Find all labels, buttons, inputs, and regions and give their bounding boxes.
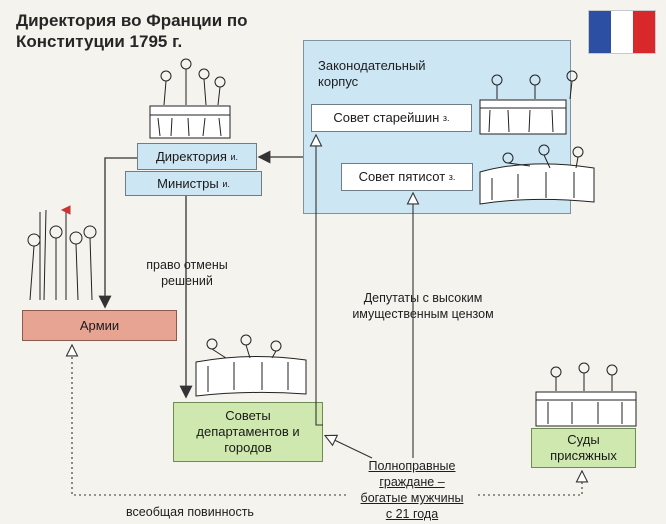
soldiers-icon (27, 205, 97, 301)
elected-mark: з. (442, 113, 450, 123)
flag-stripe-red (633, 11, 655, 53)
armies-label: Армии (79, 317, 120, 333)
directory-label: Директория (155, 148, 227, 164)
diagram-title: Директория во Франции по Конституции 179… (16, 10, 316, 52)
directory-box: Директория и. (137, 143, 257, 170)
deputies-label: Депутаты с высоким имущественным цензом (337, 290, 509, 322)
table-assembly-icon (195, 334, 307, 397)
title-line-2: Конституции 1795 г. (16, 32, 183, 51)
council-of-elders-box: Совет старейшин з. (311, 104, 472, 132)
seated-council-icon (535, 362, 637, 427)
french-flag-icon (588, 10, 656, 54)
veto-rights-label: право отмены решений (132, 257, 242, 289)
legislative-corps-heading: Законодательный корпус (318, 58, 426, 89)
title-line-1: Директория во Франции по (16, 11, 248, 30)
council-of-five-hundred-label: Совет пятисот (358, 169, 446, 184)
council-of-elders-label: Совет старейшин (333, 110, 440, 125)
appointed-mark: и. (222, 178, 230, 189)
appointed-mark: и. (230, 151, 239, 162)
council-of-five-hundred-box: Совет пятисот з. (341, 163, 473, 191)
elected-mark: з. (448, 172, 456, 182)
full-citizens-label: Полноправные граждане – богатые мужчины … (346, 458, 478, 522)
citizens-to-councils-arrow (326, 436, 373, 459)
citizens-to-juries-arrow (478, 472, 582, 496)
ministers-box: Министры и. (125, 171, 262, 196)
people-group-icon (149, 58, 231, 139)
ministers-label: Министры (157, 175, 219, 191)
departmental-councils-box: Советы департаментов и городов (173, 402, 323, 462)
universal-conscription-label: всеобщая повинность (100, 504, 280, 520)
flag-stripe-white (611, 11, 633, 53)
armies-box: Армии (22, 310, 177, 341)
jury-courts-box: Суды присяжных (531, 428, 636, 468)
flag-stripe-blue (589, 11, 611, 53)
